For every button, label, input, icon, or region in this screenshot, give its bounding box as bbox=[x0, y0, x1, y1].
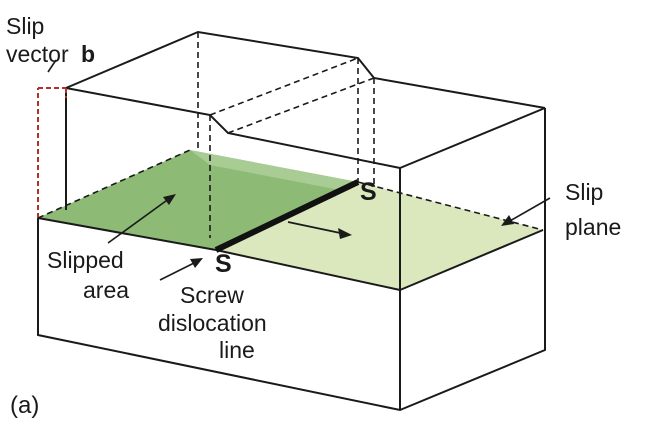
slipped-area-label-line2: area bbox=[83, 277, 129, 303]
slipped-area-leader bbox=[107, 197, 171, 244]
screw-mark-bottom: S bbox=[215, 250, 232, 278]
top-back-edge bbox=[65, 30, 546, 109]
slip-plane-label-line2: plane bbox=[565, 214, 621, 240]
screw-dislocation-line bbox=[214, 179, 360, 253]
screw-label-line1: Screw bbox=[180, 282, 244, 308]
slip-plane-front-edge-right bbox=[215, 249, 401, 291]
slip-vector-symbol: b bbox=[81, 41, 95, 67]
slipped-area-top-step bbox=[190, 150, 358, 190]
slip-vector-label-line2: vector b bbox=[6, 41, 95, 67]
slip-plane-right-edge bbox=[399, 229, 544, 291]
hidden-edges bbox=[37, 32, 544, 238]
screw-label-line3: line bbox=[219, 337, 255, 363]
hidden-diagonal-2 bbox=[227, 77, 375, 134]
lower-block bbox=[37, 217, 546, 412]
top-front-edge bbox=[65, 87, 401, 169]
hidden-diagonal-1 bbox=[209, 57, 359, 116]
screw-label-line2: dislocation bbox=[158, 310, 267, 336]
slip-vector-leader bbox=[47, 59, 57, 73]
screw-leader bbox=[159, 261, 197, 281]
hidden-plane-back-edge bbox=[357, 181, 544, 231]
unslipped-slip-plane bbox=[216, 182, 543, 290]
slipped-area-label-line1: Slipped bbox=[47, 247, 124, 273]
leader-arrows bbox=[47, 59, 551, 281]
slip-vector-label-line1: Slip bbox=[6, 13, 44, 39]
screw-mark-top: S bbox=[360, 178, 377, 206]
top-right-edge bbox=[399, 107, 546, 169]
slip-plane-label-line1: Slip bbox=[565, 179, 603, 205]
slip-plane-front-edge bbox=[37, 217, 217, 251]
slip-direction-arrow bbox=[287, 221, 352, 239]
panel-label: (a) bbox=[10, 392, 39, 419]
slip-vector bbox=[37, 87, 67, 218]
slip-plane-leader bbox=[507, 197, 551, 223]
lower-block-front-face bbox=[38, 218, 400, 410]
hidden-slipped-back-edge bbox=[37, 149, 191, 219]
